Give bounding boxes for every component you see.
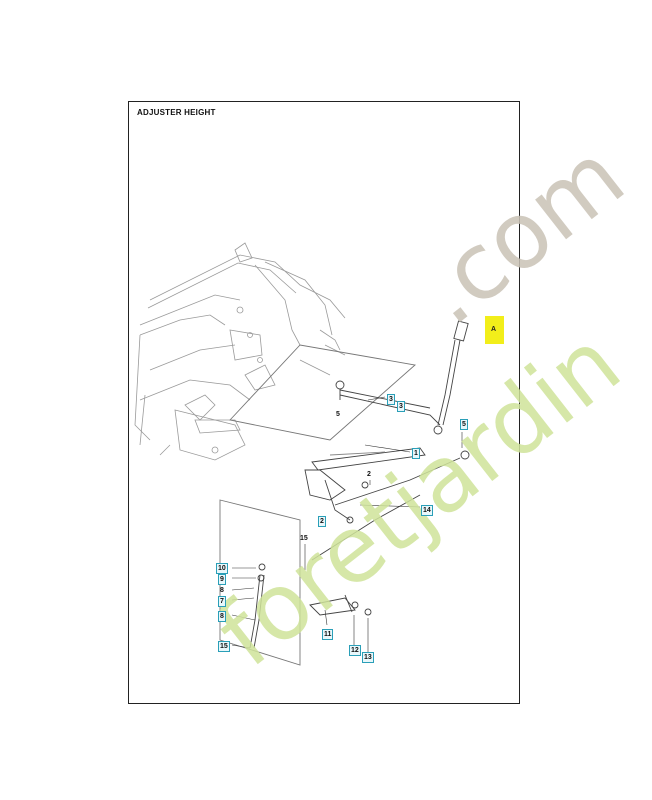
callout-12: 12 bbox=[349, 645, 361, 656]
callout-3: 3 bbox=[387, 394, 395, 405]
callout-8b: 8 bbox=[218, 611, 226, 622]
callout-8: 8 bbox=[220, 587, 224, 594]
diagram-title: ADJUSTER HEIGHT bbox=[137, 108, 216, 117]
callout-9: 9 bbox=[218, 574, 226, 585]
callout-15: 15 bbox=[300, 535, 308, 542]
callout-1: 1 bbox=[412, 448, 420, 459]
svg-text:.com: .com bbox=[400, 122, 644, 345]
callout-3b: 3 bbox=[397, 401, 405, 412]
callout-2b: 2 bbox=[318, 516, 326, 527]
diagram-frame bbox=[128, 101, 520, 704]
leader-lines bbox=[231, 396, 463, 655]
callout-5b: 5 bbox=[460, 419, 468, 430]
callout-7: 7 bbox=[218, 596, 226, 607]
frame-sketch bbox=[134, 242, 346, 461]
highlight-label: A bbox=[491, 326, 497, 333]
watermark: foretjardin .com bbox=[198, 122, 644, 687]
callout-14: 14 bbox=[421, 505, 433, 516]
callout-11: 11 bbox=[322, 629, 334, 640]
callout-2: 2 bbox=[367, 471, 371, 478]
adjuster-parts bbox=[219, 320, 470, 666]
callout-5: 5 bbox=[336, 411, 340, 418]
callout-15b: 15 bbox=[218, 641, 230, 652]
highlight-box bbox=[485, 316, 504, 344]
callout-13: 13 bbox=[362, 652, 374, 663]
callout-10: 10 bbox=[216, 563, 228, 574]
